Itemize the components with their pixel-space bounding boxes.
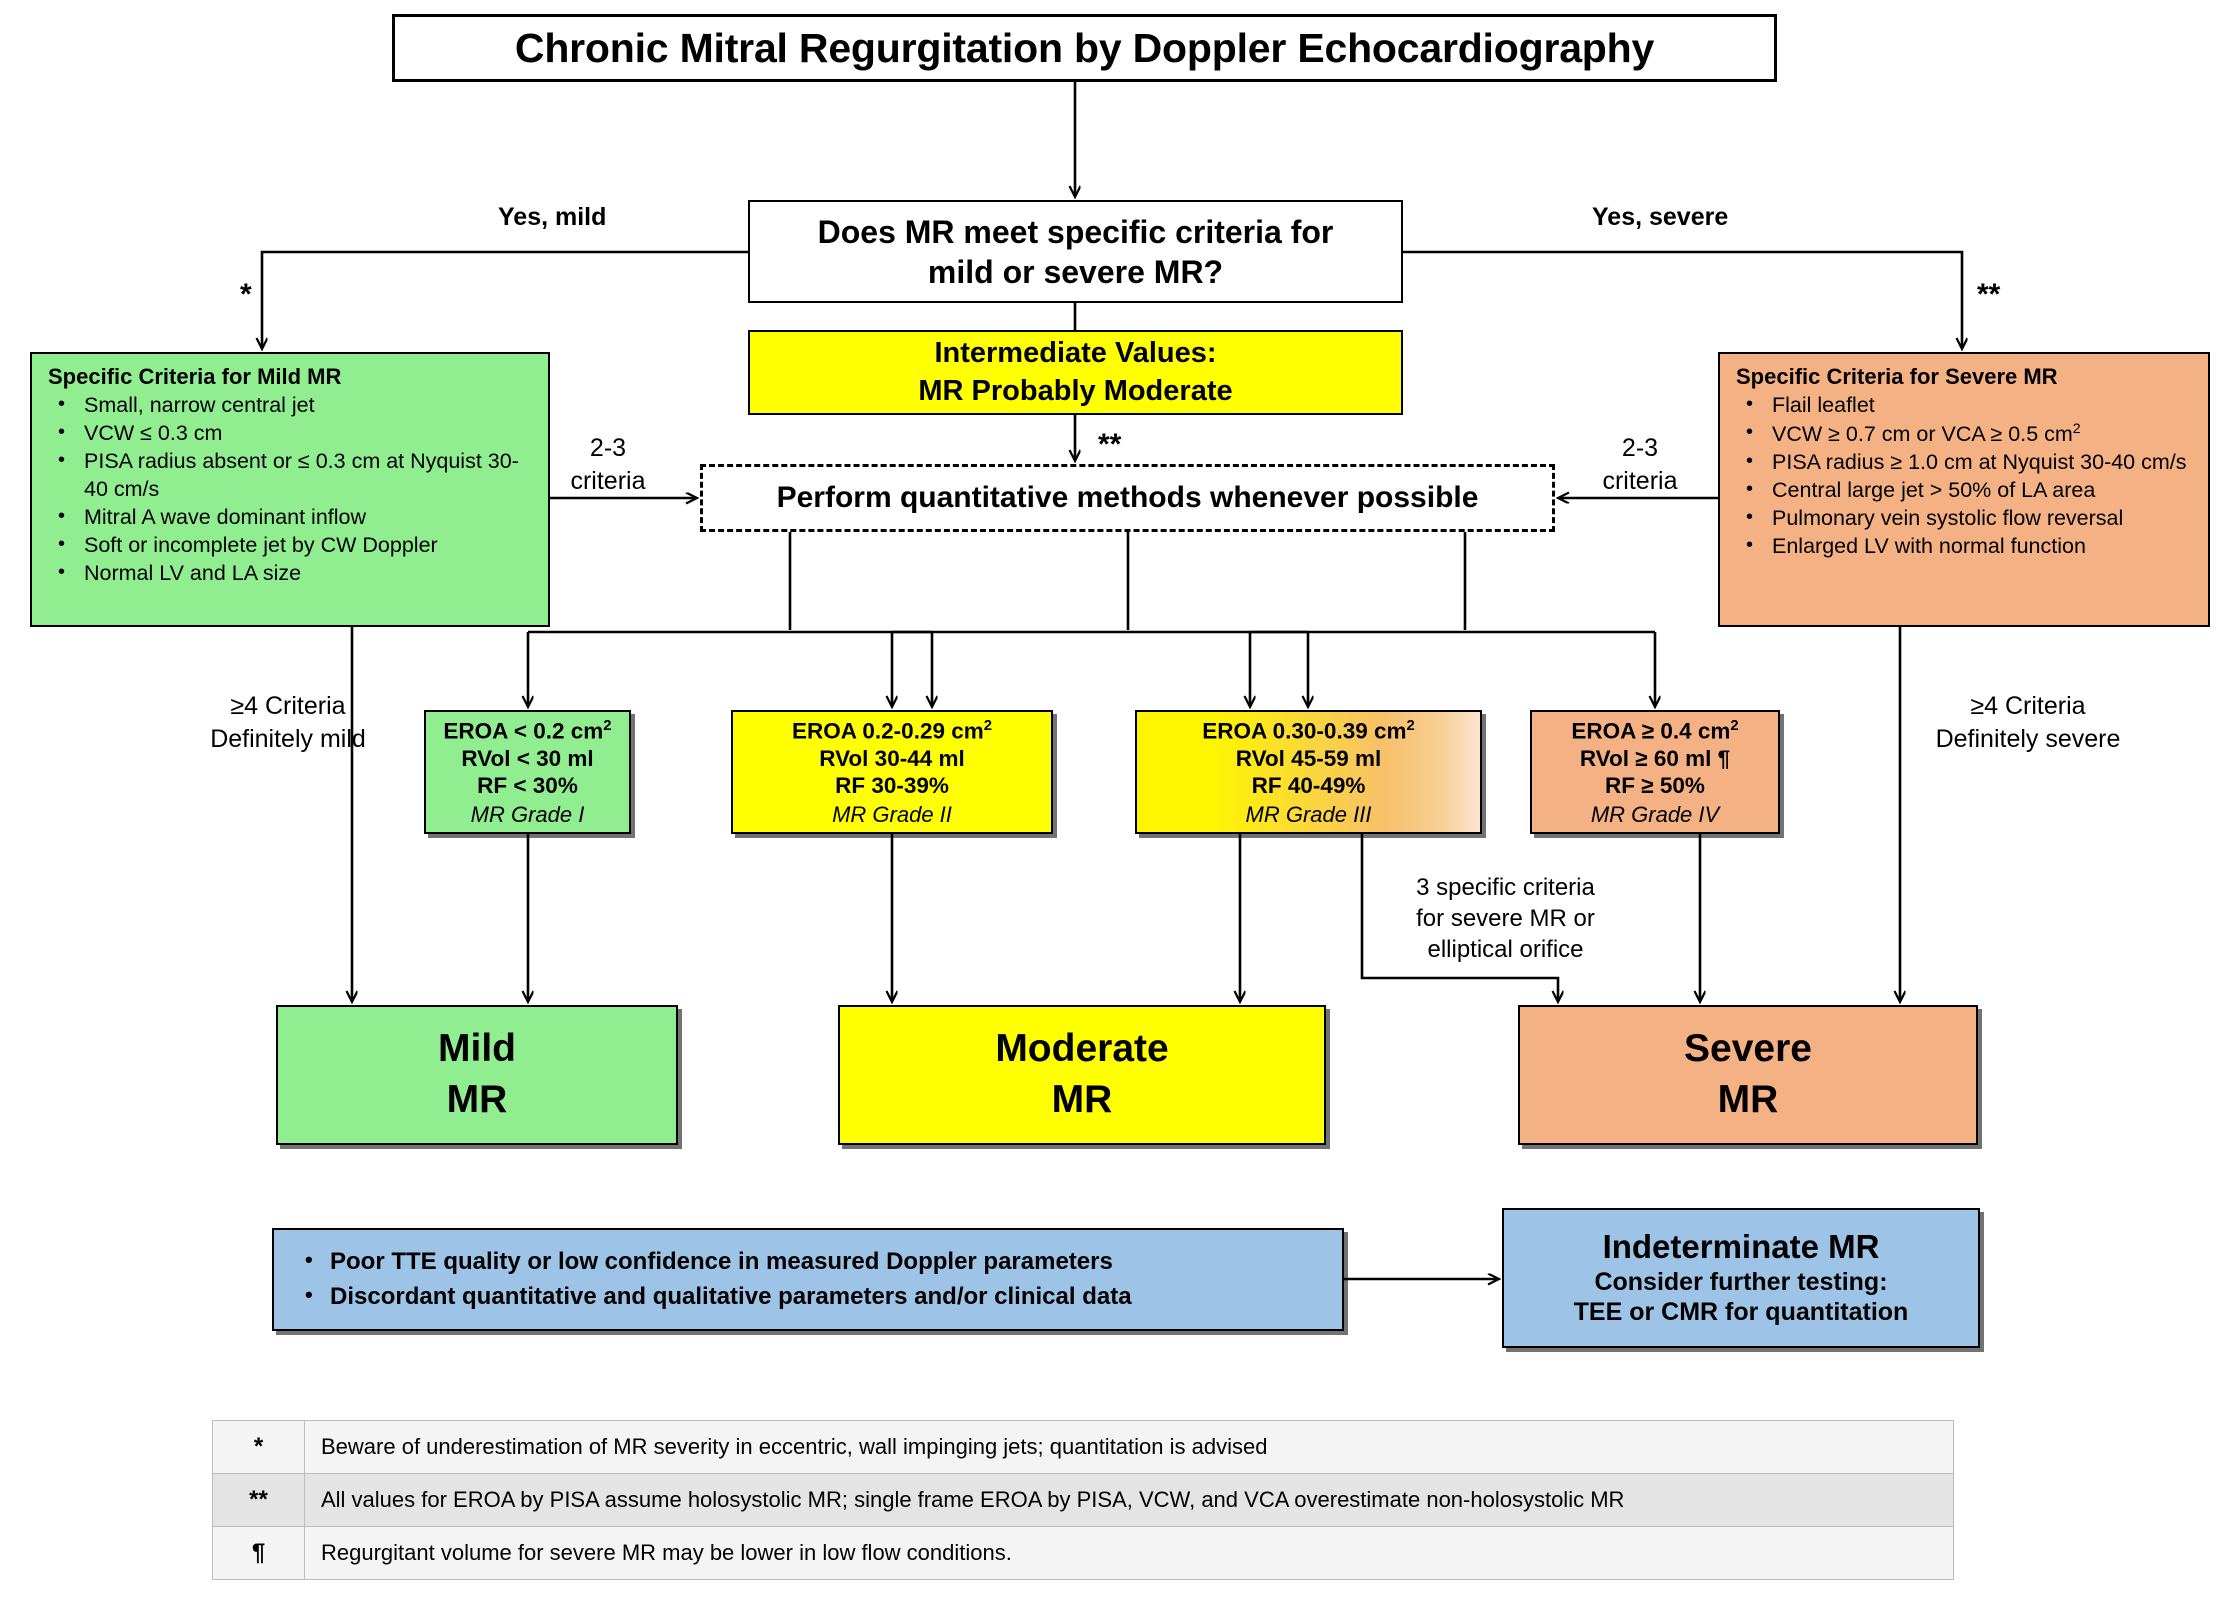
grade-1-rf: RF < 30% (477, 773, 578, 799)
footnote-text: All values for EROA by PISA assume holos… (321, 1486, 1625, 1512)
intermediate-line-1: Intermediate Values: (934, 337, 1217, 370)
table-row: * Beware of underestimation of MR severi… (213, 1421, 1953, 1474)
outcome-moderate-mr: Moderate MR (838, 1005, 1326, 1145)
list-item: VCW ≥ 0.7 cm or VCA ≥ 0.5 cm2 (1746, 419, 2194, 449)
grade-3-rf: RF 40-49% (1251, 773, 1366, 799)
footnote-table: * Beware of underestimation of MR severi… (212, 1420, 1954, 1580)
grade-4-eroa: EROA ≥ 0.4 cm2 (1571, 717, 1739, 744)
grade-2-box: EROA 0.2-0.29 cm2 RVol 30-44 ml RF 30-39… (731, 710, 1053, 834)
grade-4-box: EROA ≥ 0.4 cm2 RVol ≥ 60 ml ¶ RF ≥ 50% M… (1530, 710, 1780, 834)
grade-1-rvol: RVol < 30 ml (461, 745, 594, 771)
severe-criteria-list: Flail leaflet VCW ≥ 0.7 cm or VCA ≥ 0.5 … (1736, 391, 2194, 561)
outcome-mild-mr: Mild MR (276, 1005, 678, 1145)
edge-label-yes-mild: Yes, mild (498, 203, 607, 231)
list-item: PISA radius absent or ≤ 0.3 cm at Nyquis… (58, 447, 534, 504)
grade-4-label: MR Grade IV (1590, 801, 1720, 827)
list-item: Flail leaflet (1746, 391, 2194, 420)
indeterminate-criteria-panel: Poor TTE quality or low confidence in me… (272, 1228, 1344, 1331)
grade-2-eroa: EROA 0.2-0.29 cm2 (791, 717, 993, 744)
grade-1-box: EROA < 0.2 cm2 RVol < 30 ml RF < 30% MR … (424, 710, 631, 834)
edge-label-criteria-left: 2-3 criteria (570, 434, 646, 495)
footnote-marker: ¶ (213, 1527, 305, 1579)
footnote-text: Beware of underestimation of MR severity… (321, 1433, 1268, 1459)
severe-criteria-heading: Specific Criteria for Severe MR (1736, 364, 2058, 389)
quantitative-methods-text: Perform quantitative methods whenever po… (776, 481, 1479, 514)
grade-2-rvol: RVol 30-44 ml (819, 745, 965, 771)
list-item: Small, narrow central jet (58, 391, 534, 420)
table-row: ** All values for EROA by PISA assume ho… (213, 1474, 1953, 1527)
mild-criteria-panel: Specific Criteria for Mild MR Small, nar… (30, 352, 550, 627)
indeterminate-criteria-list: Poor TTE quality or low confidence in me… (296, 1244, 1324, 1314)
list-item: Enlarged LV with normal function (1746, 532, 2194, 561)
list-item: Normal LV and LA size (58, 559, 534, 588)
indeterminate-heading: Indeterminate MR (1602, 1228, 1880, 1266)
mild-criteria-heading: Specific Criteria for Mild MR (48, 364, 342, 389)
list-item: VCW ≤ 0.3 cm (58, 419, 534, 448)
outcome-mild-line-2: MR (446, 1078, 508, 1121)
edge-label-criteria-right: 2-3 criteria (1602, 434, 1678, 495)
grade-1-label: MR Grade I (470, 801, 585, 827)
outcome-severe-line-1: Severe (1684, 1027, 1812, 1071)
edge-label-ge4-mild: ≥4 Criteria Definitely mild (210, 692, 366, 753)
list-item: Central large jet > 50% of LA area (1746, 476, 2194, 505)
grade-3-box: EROA 0.30-0.39 cm2 RVol 45-59 ml RF 40-4… (1135, 710, 1482, 834)
edge-label-ge4-severe: ≥4 Criteria Definitely severe (1935, 692, 2121, 753)
footnote-marker-starstar-mid: ** (1098, 428, 1122, 461)
mild-criteria-list: Small, narrow central jet VCW ≤ 0.3 cm P… (48, 391, 534, 588)
outcome-mild-line-1: Mild (438, 1027, 516, 1071)
decision-line-1: Does MR meet specific criteria for (817, 213, 1334, 250)
outcome-indeterminate-mr: Indeterminate MR Consider further testin… (1502, 1208, 1980, 1348)
grade-3-label: MR Grade III (1245, 801, 1372, 827)
outcome-moderate-line-1: Moderate (995, 1027, 1169, 1071)
list-item: Poor TTE quality or low confidence in me… (305, 1244, 1324, 1279)
footnote-marker: ** (213, 1474, 305, 1526)
outcome-moderate-line-2: MR (1051, 1078, 1113, 1121)
grade-1-eroa: EROA < 0.2 cm2 (443, 717, 612, 744)
page-title-text: Chronic Mitral Regurgitation by Doppler … (514, 24, 1655, 71)
indeterminate-sub-1: Consider further testing: (1594, 1267, 1888, 1296)
list-item: Discordant quantitative and qualitative … (305, 1278, 1324, 1314)
indeterminate-sub-2: TEE or CMR for quantitation (1573, 1298, 1909, 1327)
list-item: Mitral A wave dominant inflow (58, 503, 534, 532)
grade-3-rvol: RVol 45-59 ml (1235, 745, 1382, 771)
table-row: ¶ Regurgitant volume for severe MR may b… (213, 1527, 1953, 1579)
intermediate-values-node: Intermediate Values: MR Probably Moderat… (748, 330, 1403, 415)
list-item: PISA radius ≥ 1.0 cm at Nyquist 30-40 cm… (1746, 448, 2194, 477)
outcome-severe-mr: Severe MR (1518, 1005, 1978, 1145)
page-title: Chronic Mitral Regurgitation by Doppler … (392, 14, 1777, 82)
footnote-text: Regurgitant volume for severe MR may be … (321, 1539, 1012, 1565)
decision-node: Does MR meet specific criteria for mild … (748, 200, 1403, 303)
edge-label-three-criteria: 3 specific criteria for severe MR or ell… (1416, 874, 1595, 964)
list-item: Pulmonary vein systolic flow reversal (1746, 504, 2194, 533)
edge-label-yes-severe: Yes, severe (1592, 203, 1729, 231)
grade-3-eroa: EROA 0.30-0.39 cm2 (1202, 717, 1415, 744)
grade-4-rf: RF ≥ 50% (1605, 773, 1705, 799)
grade-4-rvol: RVol ≥ 60 ml ¶ (1579, 745, 1731, 771)
list-item: Soft or incomplete jet by CW Doppler (58, 531, 534, 560)
grade-2-label: MR Grade II (832, 801, 952, 827)
decision-line-2: mild or severe MR? (927, 253, 1224, 290)
quantitative-methods-node: Perform quantitative methods whenever po… (700, 464, 1555, 532)
severe-criteria-panel: Specific Criteria for Severe MR Flail le… (1718, 352, 2210, 627)
footnote-marker-starstar-right: ** (1977, 278, 2001, 311)
footnote-marker-star-left: * (240, 278, 252, 311)
grade-2-rf: RF 30-39% (835, 773, 949, 799)
outcome-severe-line-2: MR (1717, 1078, 1779, 1121)
footnote-marker: * (213, 1421, 305, 1473)
intermediate-line-2: MR Probably Moderate (918, 374, 1233, 407)
